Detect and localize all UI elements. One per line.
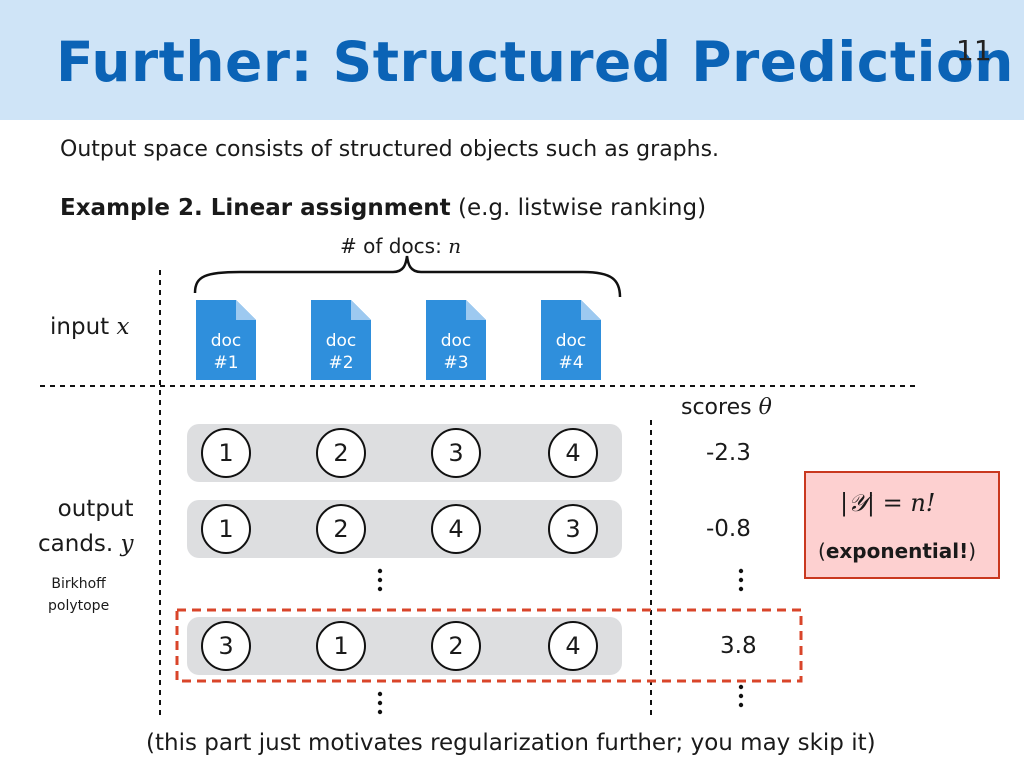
- doc-icon-1: doc#1: [196, 300, 256, 380]
- example-heading: Example 2. Linear assignment (e.g. listw…: [60, 195, 706, 221]
- num-docs-label: # of docs: n: [340, 234, 461, 258]
- callout-note: (exponential!): [818, 539, 976, 563]
- doc-label-1: doc#1: [196, 330, 256, 374]
- row1-node-3: 3: [431, 428, 481, 478]
- doc-icon-3: doc#3: [426, 300, 486, 380]
- row3-score: 3.8: [720, 633, 757, 659]
- footnote: (this part just motivates regularization…: [146, 730, 876, 756]
- callout-formula: |𝒴| = n!: [840, 489, 936, 517]
- ellipsis-middle: [377, 568, 744, 592]
- doc-label-2-line2: #2: [328, 353, 354, 373]
- output-line1: output: [57, 496, 134, 522]
- scores-label: scores θ: [681, 395, 772, 420]
- row1-score: -2.3: [706, 440, 751, 466]
- callout-close: ): [968, 539, 977, 563]
- row2-node-3: 4: [431, 504, 481, 554]
- scores-var: θ: [758, 395, 772, 420]
- row3-node-1: 3: [201, 621, 251, 671]
- page-number: 11: [956, 34, 992, 67]
- doc-label-4-line2: #4: [558, 353, 584, 373]
- output-line2: cands. y: [38, 527, 134, 562]
- example-title: Example 2. Linear assignment: [60, 195, 451, 221]
- num-docs-text: # of docs:: [340, 234, 449, 258]
- row2-node-4: 3: [548, 504, 598, 554]
- scores-text: scores: [681, 395, 759, 420]
- callout-open: (: [818, 539, 826, 563]
- birkhoff-line1: Birkhoff: [51, 576, 106, 592]
- doc-label-3-line1: doc: [440, 331, 472, 351]
- row1-node-1: 1: [201, 428, 251, 478]
- row2-node-1: 1: [201, 504, 251, 554]
- doc-icon-4: doc#4: [541, 300, 601, 380]
- input-text: input: [50, 314, 117, 340]
- row1-node-4: 4: [548, 428, 598, 478]
- doc-label-4-line1: doc: [555, 331, 587, 351]
- header-band: [0, 0, 1024, 120]
- output-label: output cands. y: [38, 492, 134, 562]
- example-note: (e.g. listwise ranking): [450, 195, 707, 221]
- row3-node-4: 4: [548, 621, 598, 671]
- input-label: input x: [50, 314, 129, 340]
- subtitle: Output space consists of structured obje…: [60, 137, 720, 162]
- docs-brace: [193, 255, 622, 298]
- row2-score: -0.8: [706, 516, 751, 542]
- row3-node-3: 2: [431, 621, 481, 671]
- doc-label-1-line1: doc: [210, 331, 242, 351]
- row3-node-2: 1: [316, 621, 366, 671]
- output-line2-text: cands.: [38, 531, 121, 557]
- ellipsis-bottom: [377, 684, 744, 715]
- doc-label-1-line2: #1: [213, 353, 239, 373]
- doc-label-4: doc#4: [541, 330, 601, 374]
- callout-bold: exponential!: [825, 539, 969, 563]
- input-var: x: [116, 314, 130, 340]
- slide-title: Further: Structured Prediction: [56, 30, 1014, 94]
- doc-label-2-line1: doc: [325, 331, 357, 351]
- output-var: y: [120, 531, 134, 557]
- row1-node-2: 2: [316, 428, 366, 478]
- doc-label-2: doc#2: [311, 330, 371, 374]
- doc-label-3: doc#3: [426, 330, 486, 374]
- num-docs-var: n: [448, 234, 462, 258]
- birkhoff-line2: polytope: [48, 598, 110, 614]
- row2-node-2: 2: [316, 504, 366, 554]
- callout-box: |𝒴| = n! (exponential!): [804, 471, 1000, 579]
- birkhoff-label: Birkhoff polytope: [48, 573, 109, 617]
- doc-label-3-line2: #3: [443, 353, 469, 373]
- doc-icon-2: doc#2: [311, 300, 371, 380]
